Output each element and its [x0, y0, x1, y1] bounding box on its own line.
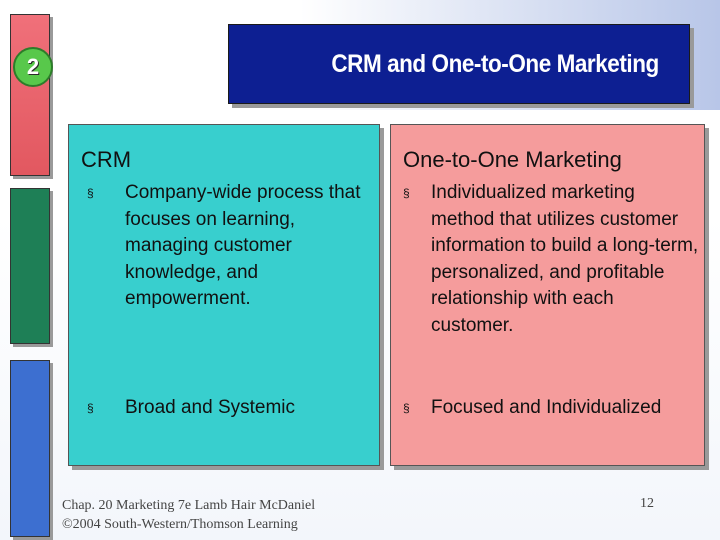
- title-banner: CRM and One-to-One Marketing: [228, 24, 690, 104]
- footer-line-1: Chap. 20 Marketing 7e Lamb Hair McDaniel: [62, 498, 316, 513]
- crm-heading: CRM: [81, 147, 132, 172]
- page-number: 12: [640, 496, 654, 511]
- bullet-text: Company-wide process that focuses on lea…: [125, 182, 361, 309]
- bullet-text: Focused and Individualized: [431, 397, 662, 418]
- decorative-bar-green: [10, 188, 50, 344]
- decorative-bar-blue: [10, 360, 50, 537]
- slide-title: CRM and One-to-One Marketing: [331, 49, 660, 78]
- decorative-bar-red: [10, 14, 50, 176]
- footer-line-2: ©2004 South-Western/Thomson Learning: [62, 517, 298, 532]
- chapter-badge: 2: [13, 47, 53, 87]
- footer-credit: Chap. 20 Marketing 7e Lamb Hair McDaniel…: [62, 496, 382, 534]
- bullet-icon: §: [87, 186, 94, 200]
- one-to-one-panel: One-to-One Marketing § Individualized ma…: [390, 124, 705, 466]
- one-to-one-heading: One-to-One Marketing: [403, 147, 622, 172]
- bullet-text: Broad and Systemic: [125, 397, 296, 418]
- bullet-icon: §: [403, 186, 410, 200]
- crm-panel: CRM § Company-wide process that focuses …: [68, 124, 380, 466]
- bullet-icon: §: [87, 401, 94, 415]
- bullet-icon: §: [403, 401, 410, 415]
- bullet-text: Individualized marketing method that uti…: [431, 182, 699, 336]
